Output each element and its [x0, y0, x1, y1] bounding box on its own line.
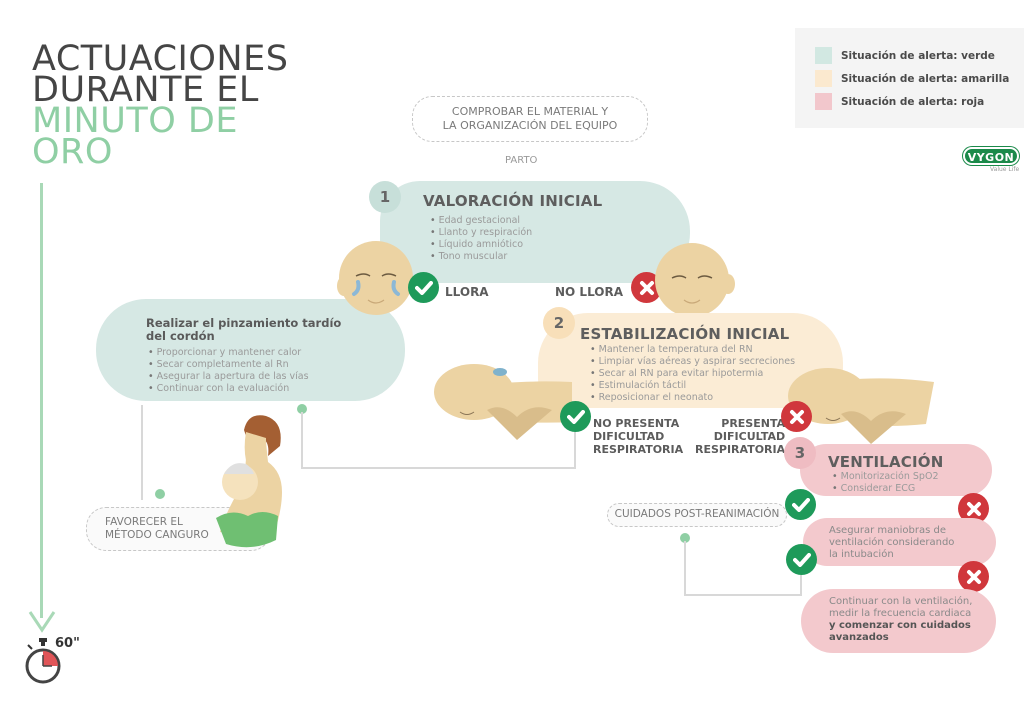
baby-not-crying-icon — [655, 243, 735, 317]
bullet-item: Continuar con la evaluación — [148, 383, 309, 395]
kangaroo-line-2: MÉTODO CANGURO — [105, 529, 209, 541]
connector-line — [301, 412, 303, 469]
legend-item-green: Situación de alerta: verde — [815, 44, 1024, 67]
text-line-bold: avanzados — [829, 632, 889, 643]
bullet-item: Proporcionar y mantener calor — [148, 347, 309, 359]
text-line: medir la frecuencia cardiaca — [829, 608, 972, 619]
bullet-item: Llanto y respiración — [430, 227, 533, 239]
bullet-item: Mantener la temperatura del RN — [590, 344, 795, 356]
parto-label: PARTO — [505, 155, 538, 166]
connector-line — [684, 541, 686, 596]
swatch-yellow — [815, 70, 832, 87]
intubation-box: Asegurar maniobras de ventilación consid… — [803, 518, 996, 566]
legend: Situación de alerta: verde Situación de … — [795, 28, 1024, 128]
stopwatch-icon — [25, 638, 61, 684]
text-line: ventilación considerando — [829, 537, 955, 548]
post-resuscitation-care-pill: CUIDADOS POST-REANIMACIÓN — [607, 503, 787, 527]
step3-title: VENTILACIÓN — [828, 453, 944, 471]
legend-item-yellow: Situación de alerta: amarilla — [815, 67, 1024, 90]
check-material-pill: COMPROBAR EL MATERIAL Y LA ORGANIZACIÓN … — [412, 96, 648, 142]
check-material-line-2: LA ORGANIZACIÓN DEL EQUIPO — [442, 119, 618, 132]
bullet-item: Edad gestacional — [430, 215, 532, 227]
mother-baby-icon — [216, 415, 282, 548]
crying-baby-icon — [337, 241, 413, 315]
step1-title: VALORACIÓN INICIAL — [423, 192, 603, 210]
connector-dot — [155, 489, 165, 499]
step1-number: 1 — [369, 181, 401, 213]
timer-label: 60" — [55, 636, 80, 651]
connector-dot — [297, 404, 307, 414]
bullet-item: Tono muscular — [430, 251, 532, 263]
text-line: Asegurar maniobras de — [829, 525, 946, 536]
check-icon — [785, 489, 816, 520]
check-material-line-1: COMPROBAR EL MATERIAL Y — [451, 105, 609, 118]
label-line: RESPIRATORIA — [593, 443, 684, 456]
check-icon — [786, 544, 817, 575]
step2-number: 2 — [543, 307, 575, 339]
legend-item-red: Situación de alerta: roja — [815, 90, 1024, 113]
legend-label: Situación de alerta: roja — [841, 95, 985, 108]
step3-ventilacion-box: VENTILACIÓN Monitorización SpO2 Consider… — [800, 444, 992, 496]
bullet-item: Reposicionar el neonato — [590, 392, 795, 404]
bullet-item: Líquido amniótico — [430, 239, 532, 251]
no-llora-label: NO LLORA — [555, 285, 624, 299]
step3-bullets: Monitorización SpO2 Considerar ECG — [832, 471, 939, 495]
delayed-clamping-bullets: Proporcionar y mantener calor Secar comp… — [148, 347, 309, 395]
text-line: la intubación — [829, 549, 894, 560]
step1-bullets: Edad gestacional Llanto y respiración Lí… — [430, 215, 533, 263]
llora-label: LLORA — [445, 285, 489, 299]
step1-valoracion-box: VALORACIÓN INICIAL Edad gestacional Llan… — [380, 181, 690, 283]
page-title: ACTUACIONES DURANTE EL MINUTO DE ORO — [32, 39, 289, 172]
advanced-care-box: Continuar con la ventilación, medir la f… — [801, 589, 996, 653]
timeline-line — [40, 183, 43, 618]
kangaroo-line-1: FAVORECER EL — [105, 516, 183, 528]
check-icon — [408, 272, 439, 303]
connector-line — [301, 467, 576, 469]
label-line: NO PRESENTA — [593, 417, 680, 430]
title-line: Realizar el pinzamiento tardío — [146, 316, 342, 330]
connector-line — [574, 430, 576, 469]
bullet-item: Limpiar vías aéreas y aspirar secrecione… — [590, 356, 795, 368]
no-respiratory-difficulty-label: NO PRESENTA DIFICULTAD RESPIRATORIA — [593, 417, 683, 456]
text-line-bold: y comenzar con cuidados — [829, 620, 971, 631]
legend-label: Situación de alerta: amarilla — [841, 72, 1010, 85]
label-line: RESPIRATORIA — [695, 443, 786, 456]
step2-title: ESTABILIZACIÓN INICIAL — [580, 325, 790, 343]
label-line: PRESENTA — [721, 417, 786, 430]
title-line-3: MINUTO DE — [32, 101, 238, 141]
respiratory-difficulty-label: PRESENTA DIFICULTAD RESPIRATORIA — [695, 417, 785, 456]
connector-line — [141, 405, 143, 500]
connector-line — [684, 594, 802, 596]
vygon-logo: VYGON — [963, 147, 1019, 165]
legend-label: Situación de alerta: verde — [841, 49, 995, 62]
bullet-item: Secar al RN para evitar hipotermia — [590, 368, 795, 380]
check-icon — [560, 401, 591, 432]
bullet-item: Secar completamente al Rn — [148, 359, 309, 371]
delayed-clamping-title: Realizar el pinzamiento tardío del cordó… — [146, 317, 341, 343]
swatch-green — [815, 47, 832, 64]
title-line-2: DURANTE EL — [32, 70, 259, 110]
connector-dot — [680, 533, 690, 543]
bullet-item: Estimulación táctil — [590, 380, 795, 392]
bullet-item: Monitorización SpO2 — [832, 471, 939, 483]
text-line: Continuar con la ventilación, — [829, 596, 973, 607]
cross-icon — [958, 561, 989, 592]
logo-subtitle: Value Life — [990, 166, 1020, 173]
label-line: DIFICULTAD — [713, 430, 786, 443]
cross-icon — [781, 401, 812, 432]
title-line: del cordón — [146, 329, 215, 343]
delayed-clamping-box: Realizar el pinzamiento tardío del cordó… — [96, 299, 405, 401]
title-line-4: ORO — [32, 132, 113, 172]
step2-bullets: Mantener la temperatura del RN Limpiar v… — [590, 344, 795, 404]
bullet-item: Considerar ECG — [832, 483, 938, 495]
bullet-item: Asegurar la apertura de las vías — [148, 371, 309, 383]
title-line-1: ACTUACIONES — [32, 39, 289, 79]
step3-number: 3 — [784, 437, 816, 469]
swatch-red — [815, 93, 832, 110]
timeline-arrow-icon — [28, 611, 56, 633]
connector-line — [800, 575, 802, 596]
label-line: DIFICULTAD — [593, 430, 665, 443]
lying-baby-left-icon — [434, 364, 572, 440]
